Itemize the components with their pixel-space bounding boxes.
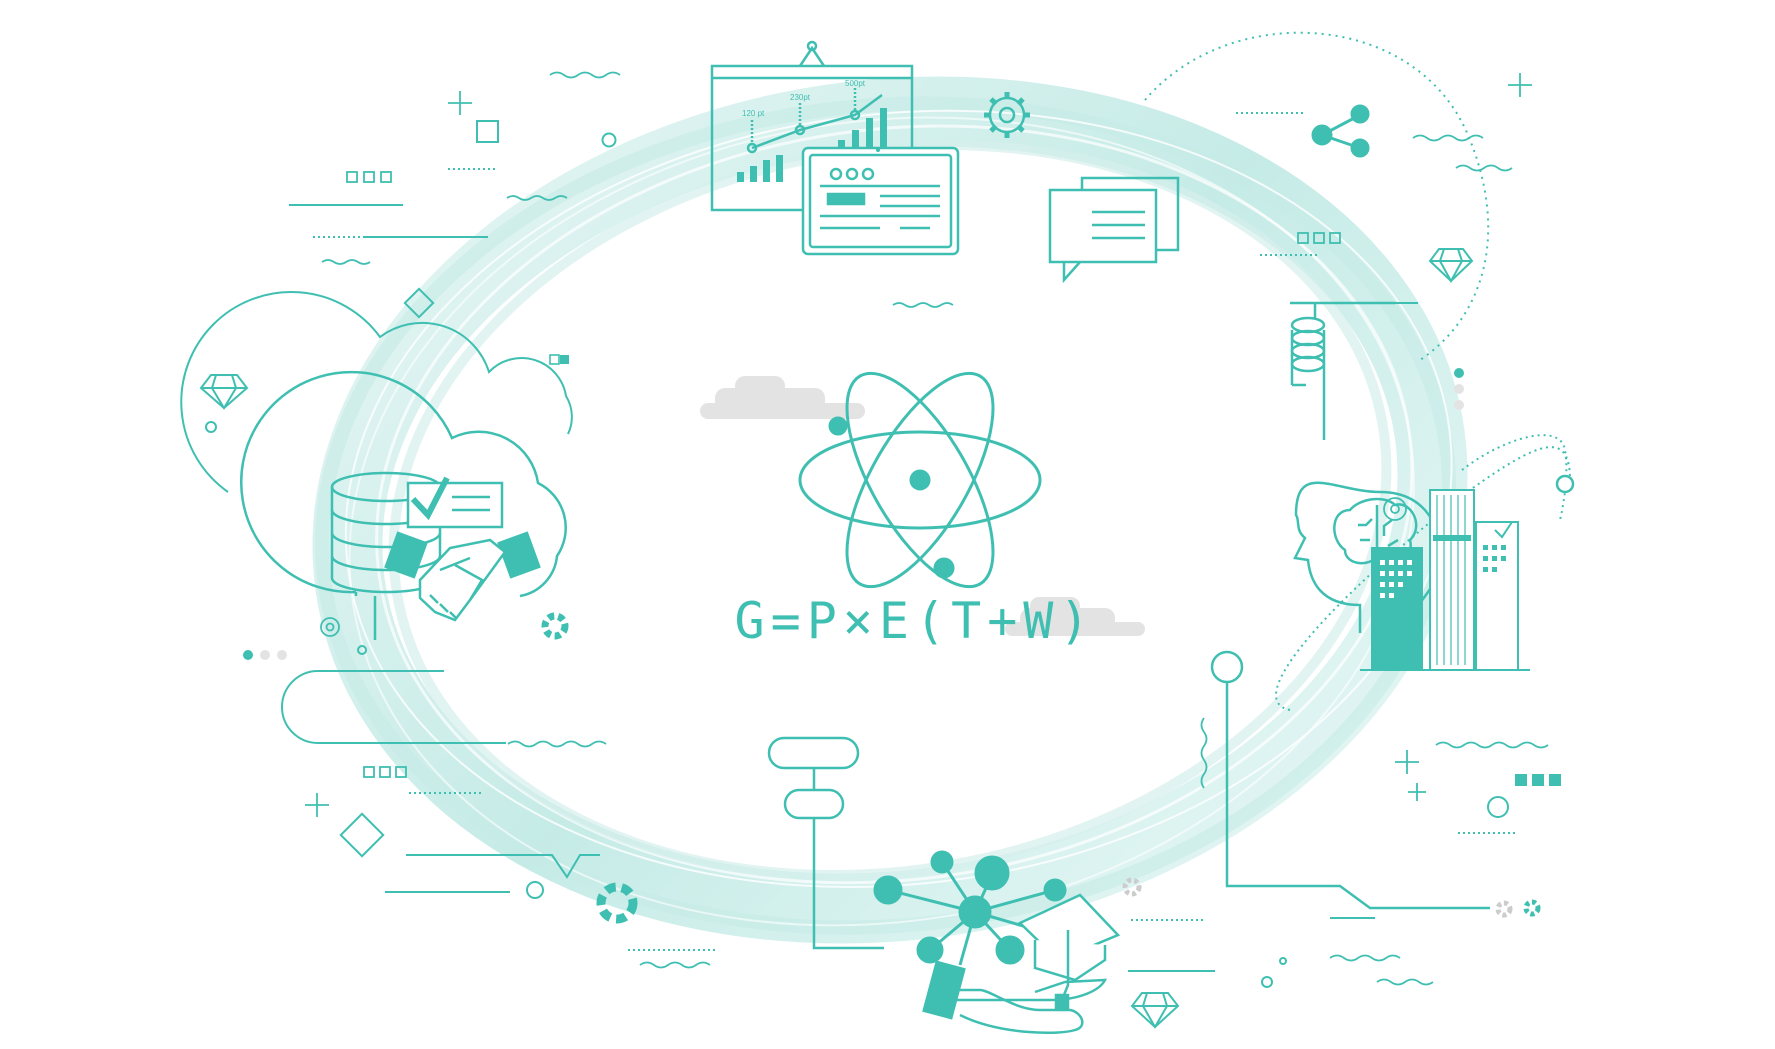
filled-square-markers [549,354,1561,786]
cloud-outline-back [180,291,573,493]
chart-label-120: 120 pt [742,109,765,118]
share-icon [1311,104,1370,158]
wavy-lines [321,71,1549,986]
pill-nodes [767,736,884,950]
plus-marks [305,73,1532,817]
rounded-loop-line [281,670,506,744]
pager-dots-left [243,650,287,660]
browser-camera-dot [876,148,880,152]
gray-cloud-upper [700,376,865,419]
coil-icon [1290,301,1395,440]
chart-label-500: 500pt [845,79,866,88]
chat-bubble-icon [1048,176,1180,284]
browser-window-icon [801,146,960,256]
dotted-lines [313,112,1515,951]
chart-label-230: 230pt [790,93,811,102]
dotted-arc-top-right [1144,31,1490,361]
gray-cloud-lower [1005,597,1145,636]
atom-icon [798,371,1042,589]
pager-dots-right [1454,368,1464,410]
checklist-icon [406,476,504,529]
pin-line [1210,650,1490,910]
graduation-cap-icon [1017,893,1121,1011]
orbit-node [1555,474,1575,494]
formula-text: G=P×E(T+W) [734,592,1096,650]
city-buildings-icon [1360,489,1530,671]
gear-icon [984,92,1030,138]
handshake-icon [384,531,541,622]
decor-shapes [205,120,1509,988]
diamond-icon [199,248,1474,1030]
triple-square-markers [346,171,1341,778]
orbit-dotted-2 [1461,434,1568,521]
lifebuoy-icon [541,612,1541,924]
